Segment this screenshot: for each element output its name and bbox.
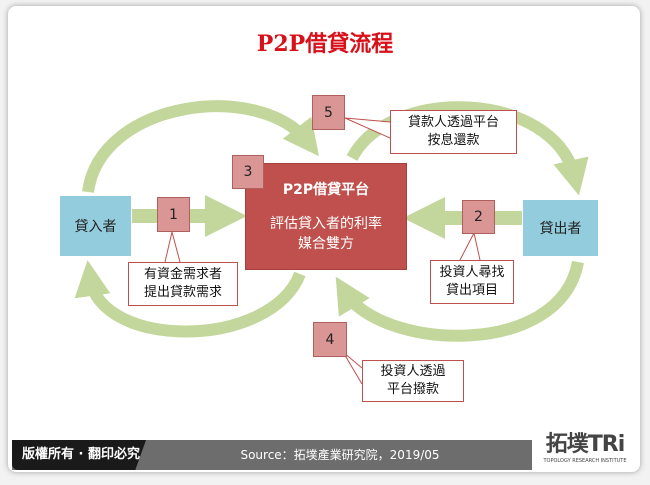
logo-text: 拓墣TRi xyxy=(545,432,626,457)
logo-subtitle: TOPOLOGY RESEARCH INSTITUTE xyxy=(543,458,627,464)
copyright-label: 版權所有 · 翻印必究 xyxy=(12,440,146,470)
callout-1-pointer xyxy=(164,231,181,263)
platform-heading: P2P借貸平台 xyxy=(282,182,370,198)
callout-2-pointer xyxy=(459,231,481,261)
step-5-line1: 貸款人透過平台 xyxy=(407,115,499,130)
step-1-callout: 有資金需求者提出貸款需求 xyxy=(128,262,238,306)
platform-line1: 評估貸入者的利率 xyxy=(270,216,382,232)
step-5-line2: 按息還款 xyxy=(427,133,480,148)
borrower-box: 貸入者 xyxy=(60,196,131,256)
arrow-platform-to-lender-top xyxy=(346,101,589,196)
step-4-line2: 平台撥款 xyxy=(386,382,439,397)
step-5-callout: 貸款人透過平台按息還款 xyxy=(390,110,517,154)
step-1-line2: 提出貸款需求 xyxy=(143,285,222,300)
footer: 版權所有 · 翻印必究 Source：拓墣產業研究院，2019/05 拓墣TRi… xyxy=(0,432,650,472)
arrow-lender-to-platform-bottom xyxy=(335,260,584,342)
tri-logo: 拓墣TRi TOPOLOGY RESEARCH INSTITUTE xyxy=(535,426,635,464)
platform-line2: 媒合雙方 xyxy=(298,236,354,252)
step-2-callout: 投資人尋找貸出項目 xyxy=(430,260,514,304)
step-4-badge: 4 xyxy=(313,322,347,357)
step-4-line1: 投資人透過 xyxy=(380,364,446,379)
step-1-line1: 有資金需求者 xyxy=(143,267,222,282)
platform-box: P2P借貸平台 評估貸入者的利率 媒合雙方 xyxy=(245,163,407,270)
page-title: P2P借貸流程 xyxy=(256,31,394,57)
step-4-callout: 投資人透過平台撥款 xyxy=(362,360,464,402)
step-2-line2: 貸出項目 xyxy=(445,283,498,298)
source-label: Source：拓墣產業研究院，2019/05 xyxy=(240,448,440,462)
arrow-borrower-to-platform-top xyxy=(82,100,320,194)
step-3-badge: 3 xyxy=(232,155,264,189)
step-2-line1: 投資人尋找 xyxy=(439,265,505,280)
callout-5-pointer xyxy=(344,117,391,139)
lender-box: 貸出者 xyxy=(523,200,598,256)
step-5-badge: 5 xyxy=(312,95,345,130)
arrow-platform-to-borrower-bottom xyxy=(74,260,306,338)
step-1-badge: 1 xyxy=(157,197,190,232)
step-2-badge: 2 xyxy=(462,200,495,234)
